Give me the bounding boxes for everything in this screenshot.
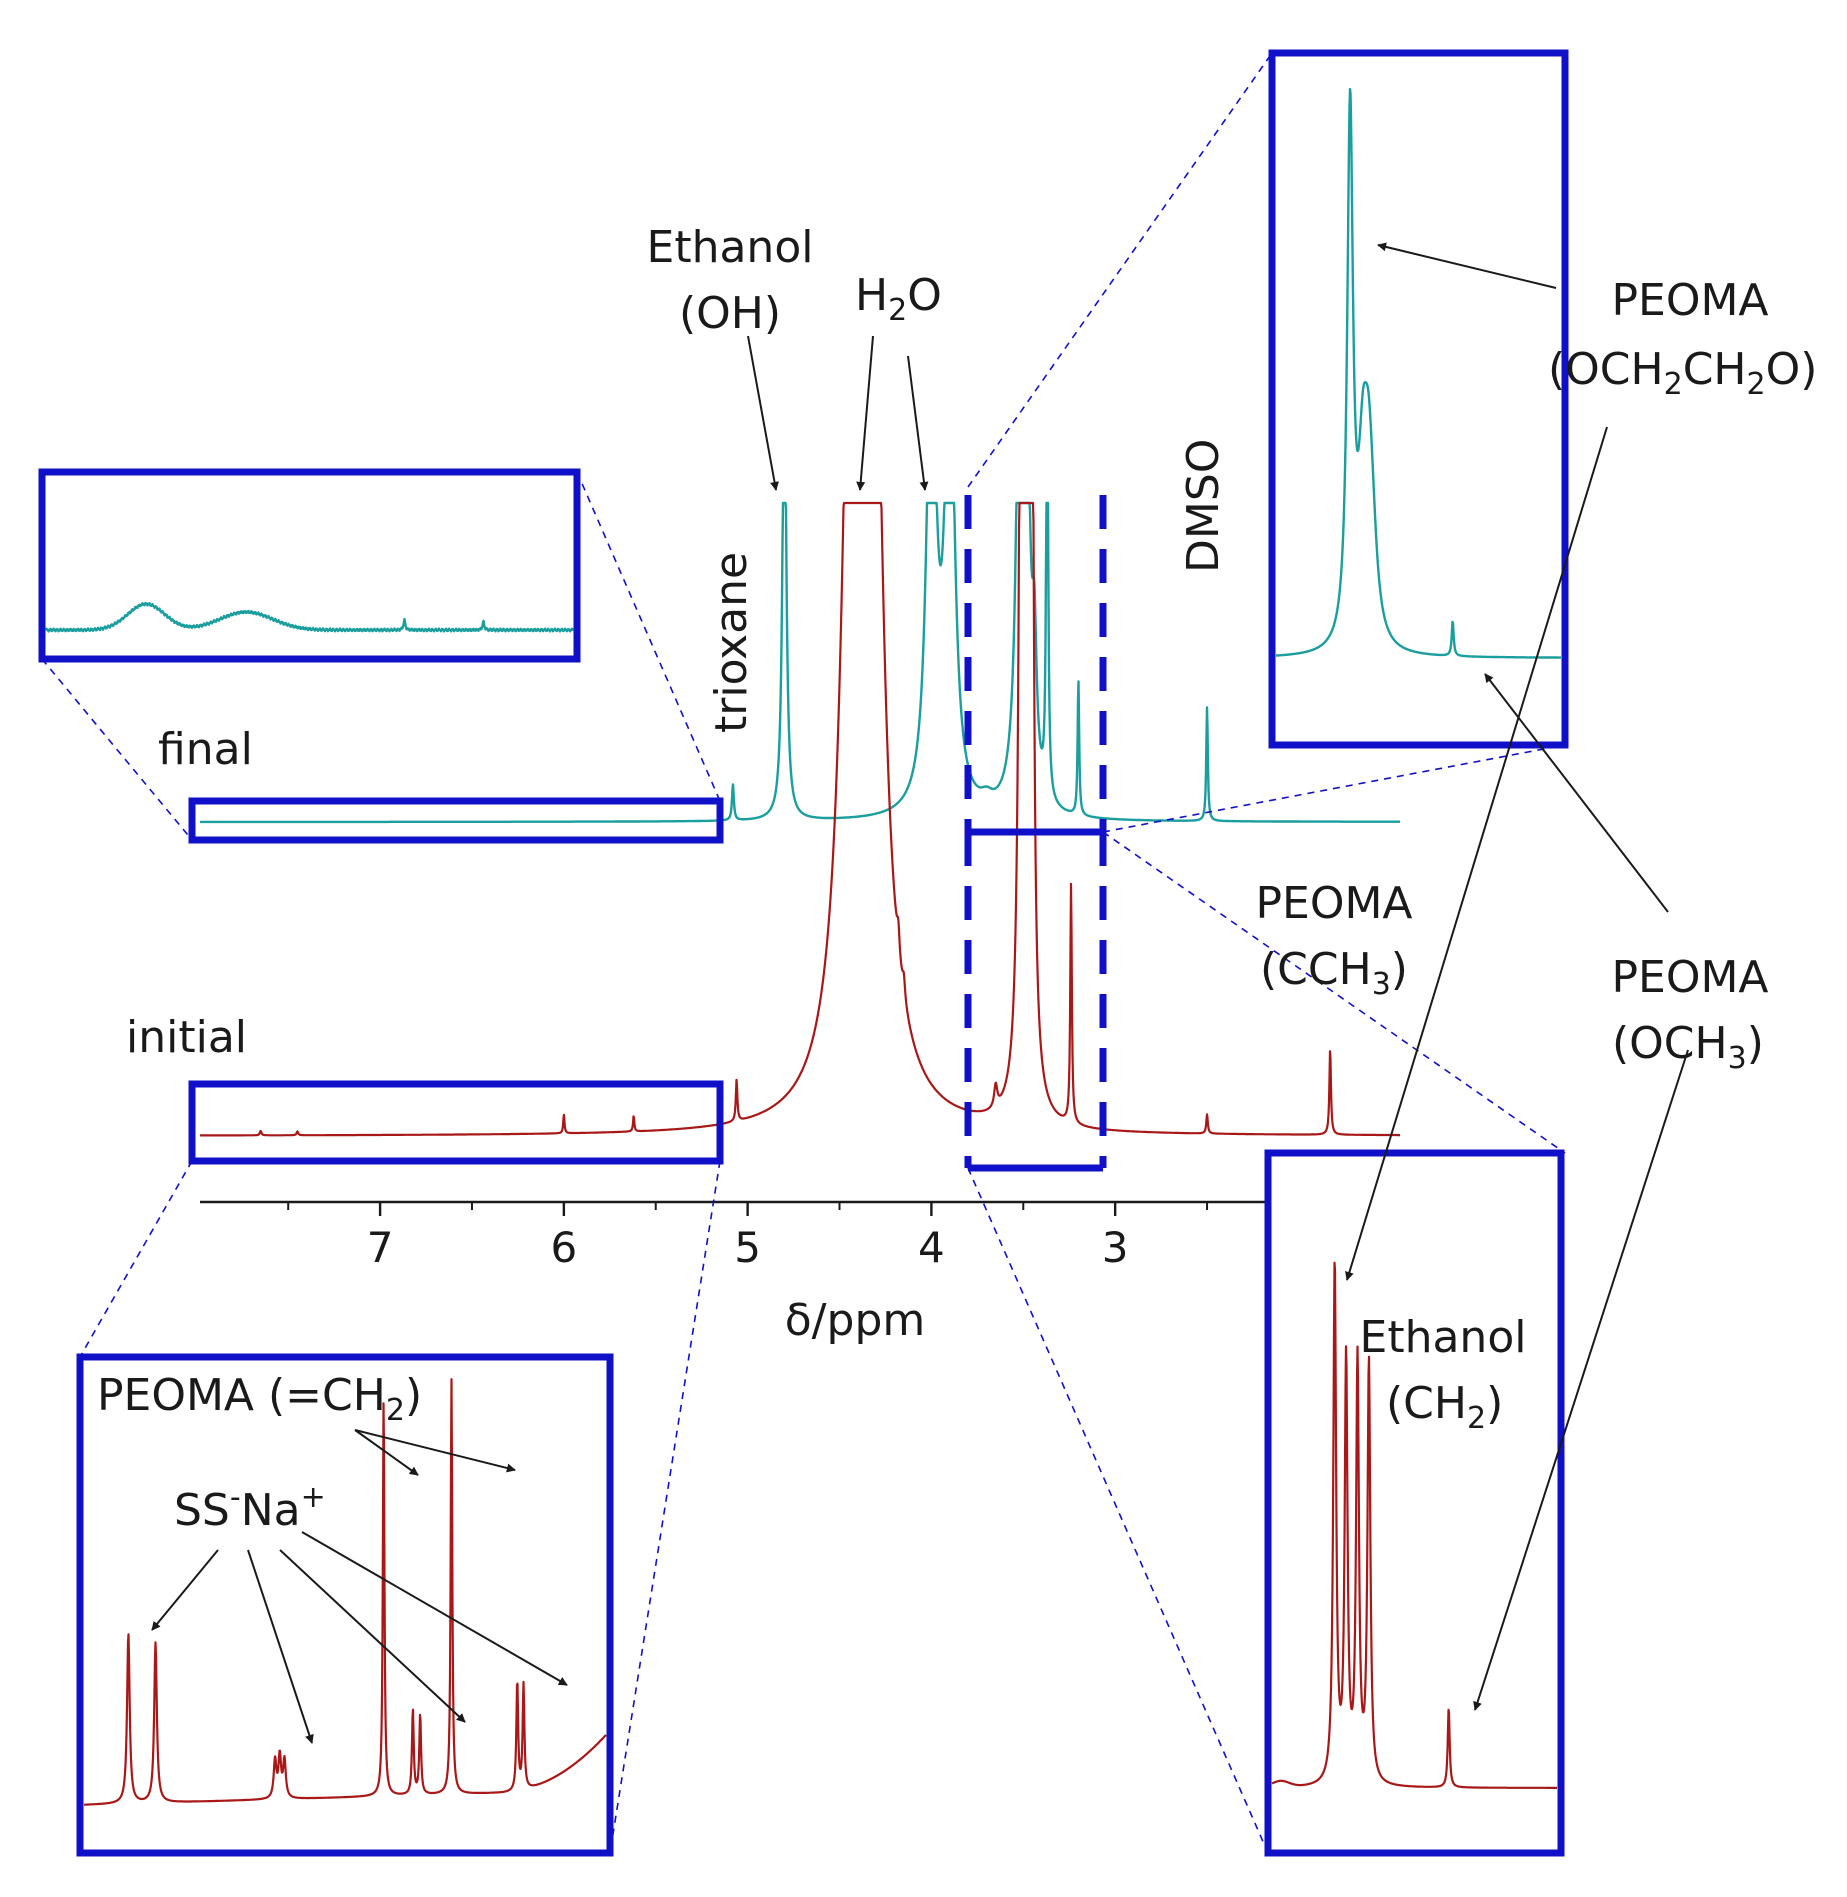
final-spectrum [199,501,1401,824]
x-axis-ticks: 765432 [287,1202,1312,1272]
zoom-connectors [41,52,1566,1854]
inset-initial-ethanol [1264,1149,1565,1857]
x-tick-label: 6 [550,1223,577,1272]
label-h2o: H2O [855,270,942,328]
label-peoma-cch3-group: (CCH3) [1260,944,1408,1002]
annotation-arrows [151,242,1689,1744]
inset-final-och2ch2o [1268,49,1569,749]
final-trace [199,501,1401,824]
x-tick-label: 7 [367,1223,394,1272]
label-initial: initial [126,1012,247,1063]
label-peoma-cch3: PEOMA [1255,878,1412,929]
final-zoom-region-box [188,797,724,844]
initial-trace [199,501,1401,1137]
center-zoom-region-box [964,495,1107,1172]
label-final: final [158,724,253,775]
label-peoma-och2ch2o-group: (OCH2CH2O) [1548,344,1817,402]
inset-final-baseline [38,468,581,663]
label-peoma-och3: PEOMA [1611,952,1768,1003]
label-ethanol-ch2-group: (CH2) [1386,1378,1503,1436]
initial-zoom-region-box [188,1080,724,1165]
label-ethanol-oh: Ethanol [647,222,814,273]
label-trioxane: trioxane [706,552,757,733]
label-peoma-vinyl: PEOMA (=CH2) [97,1370,422,1428]
x-tick-label: 3 [1102,1223,1129,1272]
label-peoma-och3-group: (OCH3) [1612,1018,1764,1076]
label-ethanol-ch2: Ethanol [1360,1312,1527,1363]
label-ethanol-oh-group: (OH) [679,288,781,339]
label-peoma-och2ch2o: PEOMA [1611,275,1768,326]
inset-initial-vinyl [76,1353,614,1857]
x-axis-label: δ/ppm [785,1295,925,1346]
initial-spectrum [199,501,1401,1137]
x-tick-label: 4 [918,1223,945,1272]
label-dmso: DMSO [1178,439,1229,573]
label-ss-na: SS-Na+ [174,1480,326,1536]
x-tick-label: 5 [734,1223,761,1272]
